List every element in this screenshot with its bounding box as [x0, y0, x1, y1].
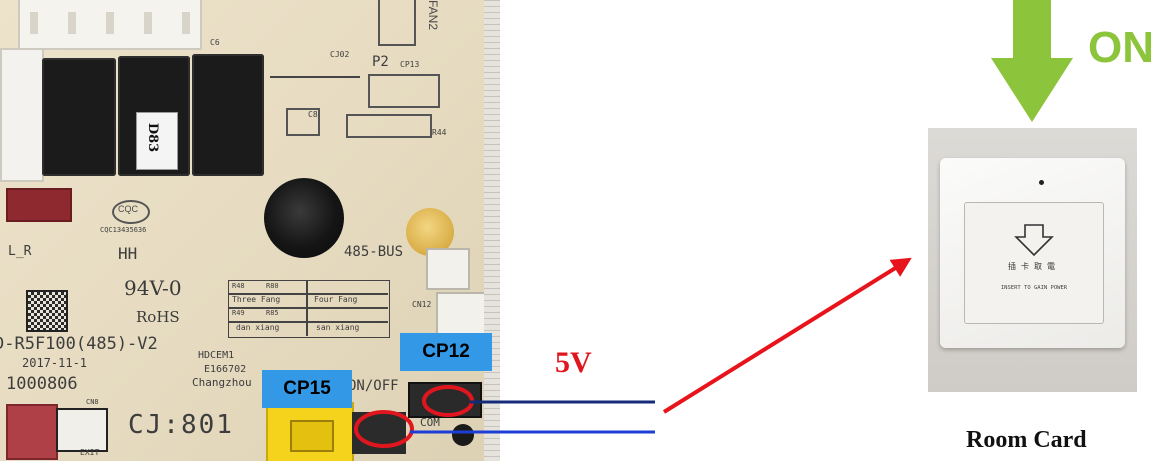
silk-r80: R80 — [266, 282, 279, 290]
silk-94v0: 94V-0 — [124, 276, 182, 300]
silk-cqc: CQC — [118, 204, 138, 214]
card-slot: 插卡取電 INSERT TO GAIN POWER — [964, 202, 1104, 324]
silk-on-off: ON/OFF — [348, 378, 399, 394]
switch-chinese-text: 插卡取電 — [965, 261, 1103, 272]
silk-hh: HH — [118, 244, 137, 263]
jumper-table-row2 — [228, 307, 388, 309]
r44-box — [346, 114, 432, 138]
silk-date: 2017-11-1 — [22, 356, 87, 370]
qr-code — [26, 290, 68, 332]
silk-changzhou: Changzhou — [192, 376, 252, 389]
red-arrow — [664, 262, 905, 412]
silk-serial: 1000806 — [6, 374, 78, 394]
cp15-label: CP15 — [262, 370, 352, 408]
silk-485-bus: 485-BUS — [344, 244, 403, 260]
silk-l-r: L_R — [8, 244, 31, 259]
indicator-led — [1039, 180, 1044, 185]
silk-c6: C6 — [210, 38, 220, 47]
silk-cn8: CN8 — [86, 398, 99, 406]
top-connector-pins — [30, 12, 190, 34]
bottom-left-red-connector — [6, 404, 58, 460]
cj02-trace — [270, 76, 360, 78]
silk-hdcem1: HDCEM1 — [198, 350, 234, 361]
silk-four-fang: Four Fang — [314, 295, 357, 304]
p2-box — [368, 74, 440, 108]
silk-exit: EXIT — [80, 448, 99, 457]
left-white-connector — [0, 48, 44, 182]
green-down-arrow — [991, 0, 1073, 122]
silk-model: D-R5F100(485)-V2 — [0, 334, 158, 354]
pcb-photo: C6 FAN2 D83 CJ02 P2 CP13 C8 R44 485-BUS … — [0, 0, 500, 461]
switch-english-text: INSERT TO GAIN POWER — [965, 285, 1103, 291]
silk-r44: R44 — [432, 128, 446, 137]
voltage-label: 5V — [555, 348, 592, 378]
silk-com: COM — [420, 416, 440, 429]
silk-r48: R48 — [232, 282, 245, 290]
silk-fan2: FAN2 — [426, 0, 440, 30]
left-red-connector — [6, 188, 72, 222]
silk-dan-xiang: dan xiang — [236, 323, 279, 332]
silk-cqc-code: CQC13435636 — [100, 226, 146, 234]
cp15-adjacent — [352, 412, 406, 454]
silk-san-xiang: san xiang — [316, 323, 359, 332]
silk-rohs: RoHS — [136, 308, 180, 326]
room-card-label: Room Card — [966, 428, 1087, 452]
cp12-label: CP12 — [400, 333, 492, 371]
silk-cn12: CN12 — [412, 300, 431, 309]
black-cap — [452, 424, 474, 446]
silk-cp13: CP13 — [400, 60, 419, 69]
silk-c8: C8 — [308, 110, 318, 119]
right-connector-top — [426, 248, 470, 290]
jumper-table-mid — [306, 280, 308, 336]
room-card-switch-photo: 插卡取電 INSERT TO GAIN POWER — [928, 128, 1137, 392]
on-label: ON — [1088, 26, 1154, 70]
silk-cj02: CJ02 — [330, 50, 349, 59]
silk-r85: R85 — [266, 309, 279, 317]
silk-ul-number: E166702 — [204, 364, 246, 375]
insert-arrow-icon — [1013, 223, 1055, 257]
silk-three-fang: Three Fang — [232, 295, 280, 304]
switch-plate: 插卡取電 INSERT TO GAIN POWER — [940, 158, 1125, 348]
ruler — [484, 0, 500, 461]
relay-3 — [192, 54, 264, 176]
cp12-connector — [408, 382, 482, 418]
cp15-slot — [290, 420, 334, 452]
silk-cj801: CJ:801 — [128, 410, 234, 440]
silk-r49: R49 — [232, 309, 245, 317]
relay-1 — [42, 58, 116, 176]
silk-d83: D83 — [145, 123, 160, 152]
buzzer — [264, 178, 344, 258]
bottom-exit-connector — [56, 408, 108, 452]
silk-p2: P2 — [372, 54, 389, 70]
top-right-outline — [378, 0, 416, 46]
